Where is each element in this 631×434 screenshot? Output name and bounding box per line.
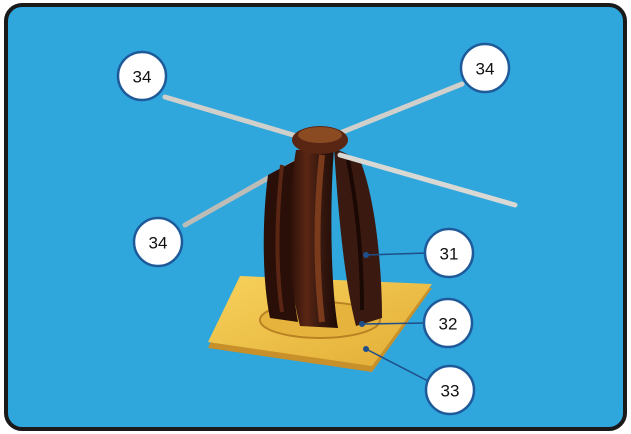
callout-32: 32 <box>424 299 472 347</box>
callout-34-top-right: 34 <box>461 44 509 92</box>
callout-34-mid-left: 34 <box>134 218 182 266</box>
svg-text:31: 31 <box>440 245 459 264</box>
callout-31: 31 <box>425 229 473 277</box>
windmill-body <box>264 148 382 328</box>
svg-text:34: 34 <box>149 234 168 253</box>
svg-text:33: 33 <box>441 382 460 401</box>
callout-34-top-left: 34 <box>118 52 166 100</box>
svg-text:34: 34 <box>133 68 152 87</box>
svg-text:32: 32 <box>439 315 458 334</box>
svg-text:34: 34 <box>476 60 495 79</box>
callout-33: 33 <box>426 366 474 414</box>
